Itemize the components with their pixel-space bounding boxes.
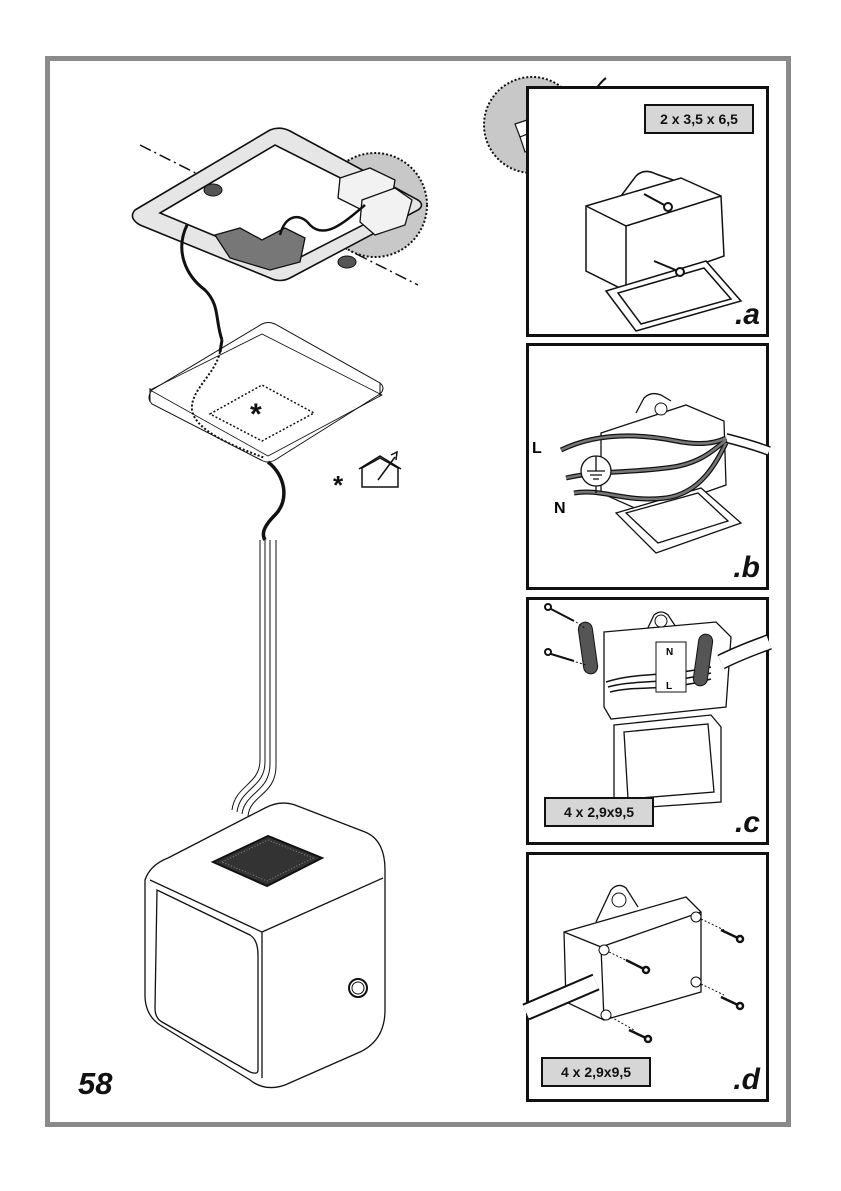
ceiling-opening-mark: *: [250, 398, 262, 431]
suspension-tube: [231, 540, 277, 817]
step-panel-a: 2 x 3,5 x 6,5 .a: [526, 86, 769, 337]
wiring-drawing: L N: [532, 392, 771, 554]
legend-mark: *: [333, 470, 344, 500]
bracket-foot: [203, 183, 223, 197]
step-panel-b: L N .b: [526, 343, 771, 590]
hood-grille-mesh: [220, 839, 315, 882]
cable: [278, 204, 366, 236]
live-wire-label: L: [532, 440, 542, 457]
step-label: .c: [734, 806, 760, 839]
page-number: 58: [78, 1066, 113, 1101]
bracket-foot: [337, 255, 357, 269]
step-panel-c: N L 4 x 2,9x9,5 .c: [526, 597, 772, 845]
cable-clamp-drawing: N L: [544, 603, 772, 810]
house-ventilation-icon: [358, 450, 402, 488]
live-terminal-label: L: [666, 681, 672, 692]
hood-button-inner: [351, 981, 365, 995]
cable-clamp: [577, 621, 599, 675]
ceiling-opening-outline: [208, 384, 316, 442]
mount-screw-icon: [611, 892, 627, 908]
neutral-terminal-label: N: [666, 647, 673, 658]
hood-grille: [210, 834, 325, 888]
cable: [218, 339, 224, 353]
screw-icon: [643, 193, 685, 277]
bracket-connector: [213, 227, 306, 271]
cable: [261, 460, 286, 541]
step-label: .d: [733, 1063, 760, 1096]
cable-clamp: [692, 633, 714, 687]
neutral-wire-label: N: [554, 500, 566, 517]
screw-spec-badge: 4 x 2,9x9,5: [544, 797, 654, 827]
page-frame: [45, 56, 791, 1127]
mount-screw-icon: [654, 402, 668, 416]
ceiling-canopy: [148, 322, 384, 463]
screw-spec-badge: 2 x 3,5 x 6,5: [644, 104, 754, 134]
step-panel-d: 4 x 2,9x9,5 .d: [522, 852, 769, 1102]
earth-ground-icon: [580, 455, 612, 493]
hidden-cable-path: [190, 351, 266, 459]
screw-icon: [625, 928, 745, 1044]
mount-screw-icon: [654, 614, 668, 628]
screw-spec-badge: 4 x 2,9x9,5: [541, 1057, 651, 1087]
screw-icon: [544, 603, 575, 662]
step-label: .b: [733, 551, 760, 584]
step-label: .a: [734, 298, 760, 331]
hood-unit: [144, 802, 386, 1089]
terminal-block: [655, 641, 687, 693]
closing-box-drawing: [522, 884, 745, 1044]
junction-box-open-drawing: [585, 170, 743, 332]
cable: [180, 224, 224, 341]
junction-box-detail: [337, 167, 413, 236]
